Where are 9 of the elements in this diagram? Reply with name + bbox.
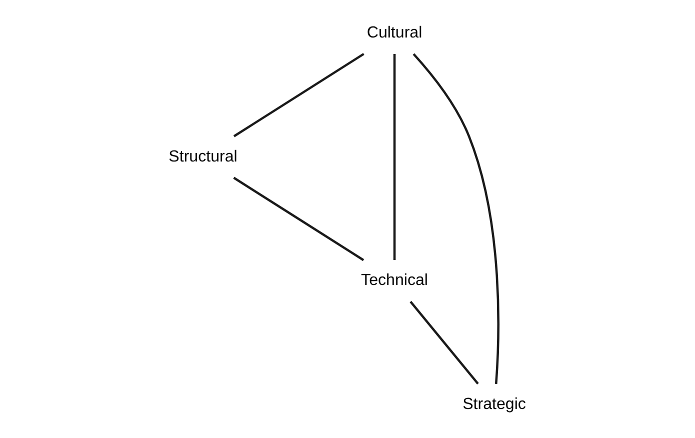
node-text: Technical [361, 271, 428, 290]
connector [233, 52, 364, 138]
node-text: Structural [168, 147, 238, 166]
connector [393, 54, 396, 260]
node-text: Cultural [366, 23, 422, 42]
connector [410, 300, 479, 384]
node-text: Strategic [462, 395, 526, 414]
connector [412, 53, 500, 384]
connector [233, 176, 364, 262]
